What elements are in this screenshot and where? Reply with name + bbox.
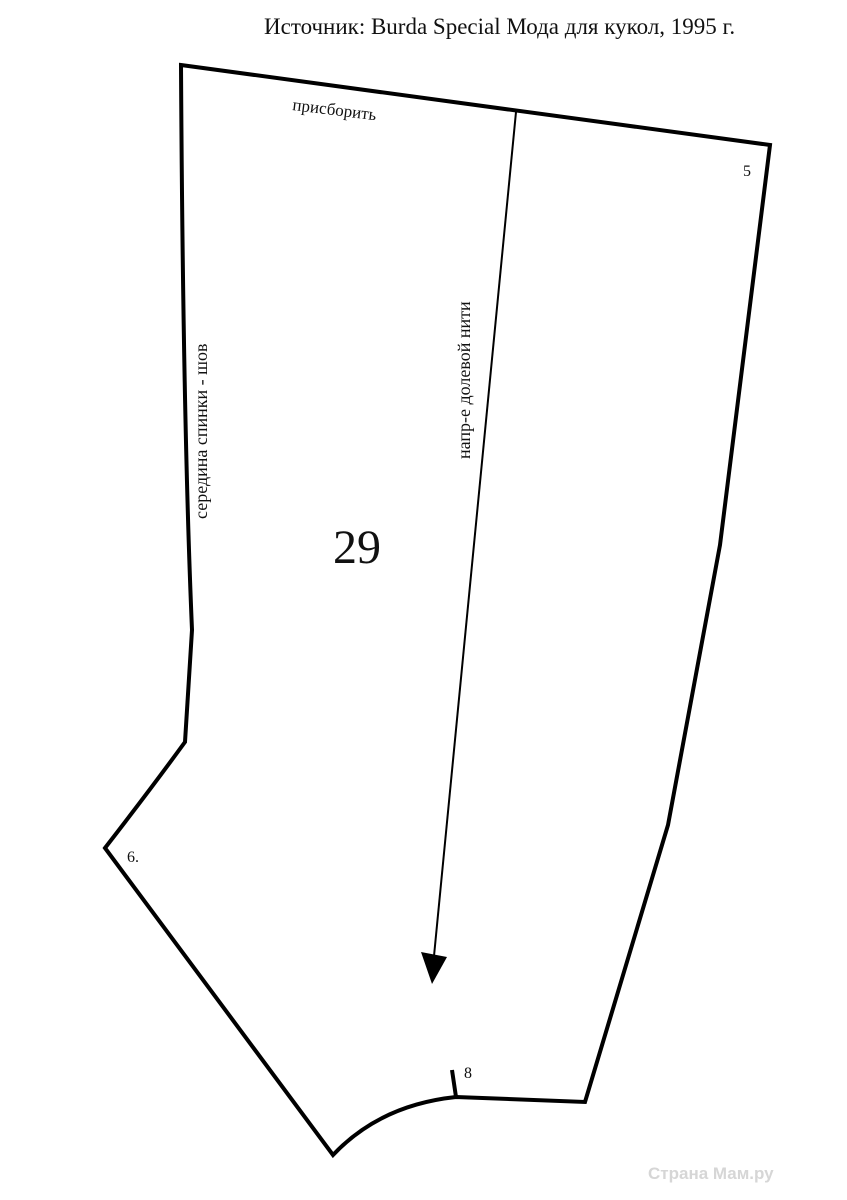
grainline-arrowhead [421, 952, 447, 984]
point-8-label: 8 [464, 1065, 472, 1082]
center-back-seam-label: середина спинки - шов [191, 344, 211, 519]
watermark-logo: Страна Мам.ру [648, 1164, 774, 1183]
grainline-arrow-line [433, 111, 517, 957]
gather-label: присборить [292, 95, 378, 124]
point-5-label: 5 [743, 163, 751, 180]
point-6-label: 6. [127, 849, 139, 866]
notch-mark-8 [450, 1069, 458, 1098]
pattern-piece-outline [102, 62, 773, 1159]
piece-number: 29 [333, 521, 381, 574]
grainline-label: напр-е долевой нити [454, 301, 474, 459]
source-caption: Источник: Burda Special Мода для кукол, … [264, 14, 736, 39]
